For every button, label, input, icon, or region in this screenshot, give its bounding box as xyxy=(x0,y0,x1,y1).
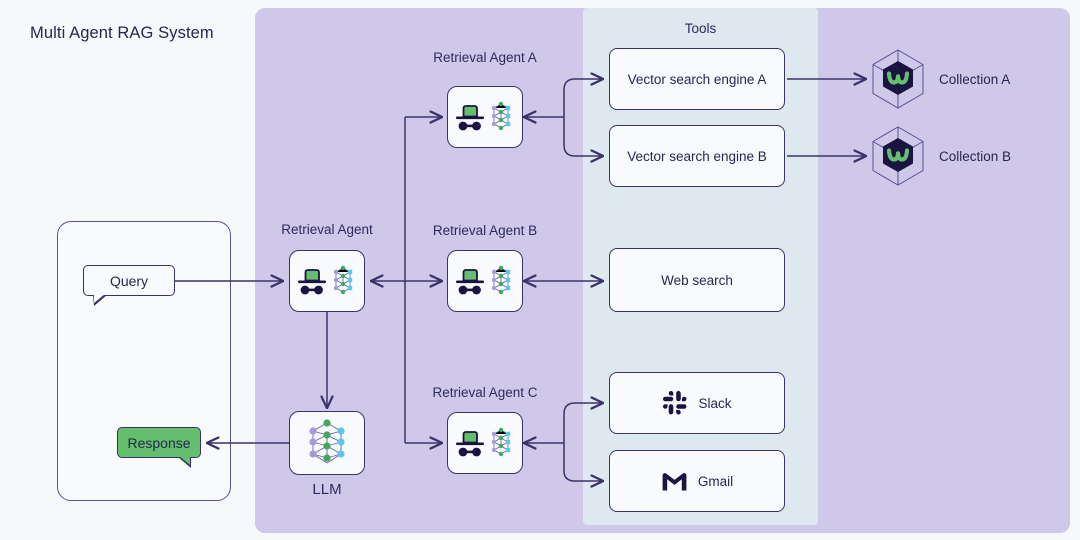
tool-vector-search-engine-b[interactable]: Vector search engine B xyxy=(609,125,785,187)
retrieval-agent-c-label: Retrieval Agent C xyxy=(432,385,538,400)
collection-b[interactable]: Collection B xyxy=(868,125,1011,187)
tool-web-search[interactable]: Web search xyxy=(609,248,785,312)
tool-label: Vector search engine A xyxy=(627,71,767,87)
weaviate-hexagon-icon xyxy=(868,125,928,187)
retrieval-agent-a-label: Retrieval Agent A xyxy=(433,50,537,65)
collection-label: Collection A xyxy=(939,71,1011,87)
retrieval-agent[interactable] xyxy=(289,250,365,312)
retrieval-agent-label: Retrieval Agent xyxy=(281,222,373,237)
collection-label: Collection B xyxy=(939,148,1012,164)
agent-hat-network-icon xyxy=(454,100,516,134)
tool-label: Vector search engine B xyxy=(627,148,767,164)
agent-hat-network-icon xyxy=(454,264,516,298)
response-bubble[interactable]: Response xyxy=(117,427,201,468)
llm-node[interactable] xyxy=(289,411,365,475)
llm-label: LLM xyxy=(312,481,342,498)
agent-hat-network-icon xyxy=(296,264,358,298)
weaviate-hexagon-icon xyxy=(868,48,928,110)
tool-vector-search-engine-a[interactable]: Vector search engine A xyxy=(609,48,785,110)
retrieval-agent-b-label: Retrieval Agent B xyxy=(432,223,538,238)
retrieval-agent-a[interactable] xyxy=(447,86,523,148)
tool-slack[interactable]: Slack xyxy=(609,372,785,434)
agent-hat-network-icon xyxy=(454,426,516,460)
tool-label: Gmail xyxy=(697,473,734,489)
neural-network-icon xyxy=(302,418,352,468)
tool-label: Slack xyxy=(698,395,732,411)
slack-icon xyxy=(662,390,688,416)
page-title: Multi Agent RAG System xyxy=(30,24,214,42)
tools-panel-title: Tools xyxy=(684,21,717,36)
retrieval-agent-b[interactable] xyxy=(447,250,523,312)
gmail-icon xyxy=(661,470,688,492)
tool-gmail[interactable]: Gmail xyxy=(609,450,785,512)
tool-label: Web search xyxy=(661,272,733,288)
query-bubble[interactable]: Query xyxy=(83,265,175,306)
collection-a[interactable]: Collection A xyxy=(868,48,1010,110)
retrieval-agent-c[interactable] xyxy=(447,412,523,474)
